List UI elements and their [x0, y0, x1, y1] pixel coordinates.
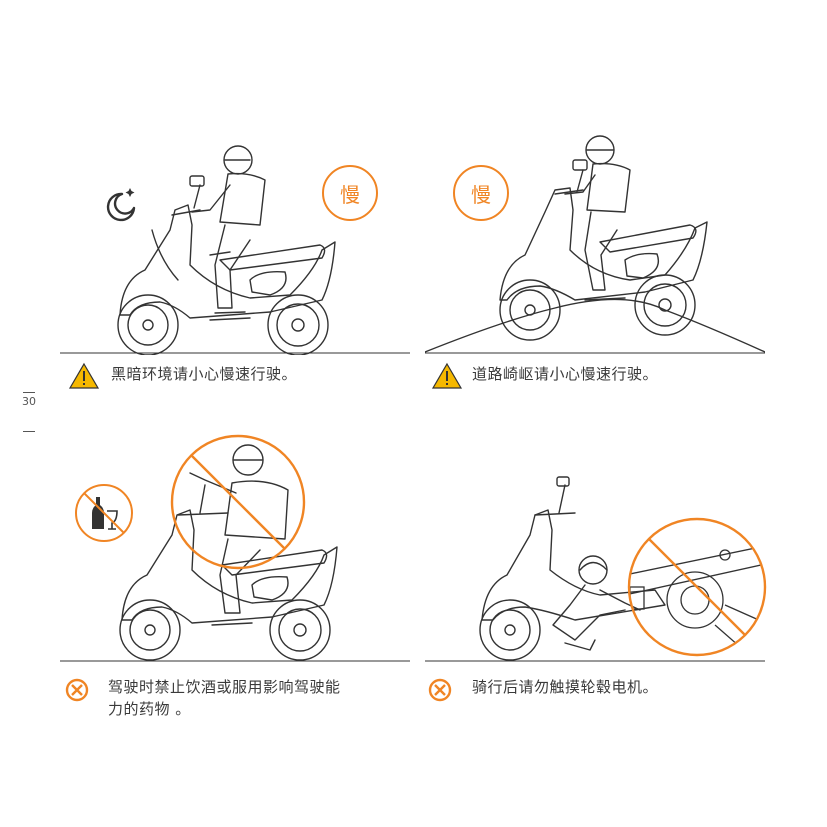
scooter-illustration-drinking	[60, 444, 410, 662]
caption-line-2: 力的药物 。	[108, 700, 191, 718]
no-alcohol-icon	[75, 484, 133, 542]
scooter-illustration-hub-motor	[425, 476, 765, 662]
prohibited-overlay	[170, 434, 306, 570]
slow-badge: 慢	[322, 165, 378, 221]
prohibited-icon	[428, 678, 452, 702]
moon-icon	[106, 192, 136, 222]
prohibited-icon	[65, 678, 89, 702]
caption-hub-motor: 骑行后请勿触摸轮毂电机。	[472, 678, 659, 696]
warning-icon	[431, 362, 463, 389]
caption-line-1: 驾驶时禁止饮酒或服用影响驾驶能	[108, 678, 341, 696]
caption-no-alcohol: 驾驶时禁止饮酒或服用影响驾驶能 力的药物 。	[108, 676, 341, 720]
page-number: 30	[22, 395, 36, 408]
hub-motor-zoom	[627, 517, 767, 657]
slow-badge: 慢	[453, 165, 509, 221]
scooter-illustration-rough-road	[425, 135, 765, 354]
warning-icon	[68, 362, 100, 389]
scooter-illustration-night	[60, 145, 410, 355]
caption-rough-road: 道路崎岖请小心慢速行驶。	[472, 365, 659, 383]
caption-dark-environment: 黑暗环境请小心慢速行驶。	[111, 365, 298, 383]
page-number-rule-top	[23, 392, 35, 393]
page-number-rule-bottom	[23, 431, 35, 432]
